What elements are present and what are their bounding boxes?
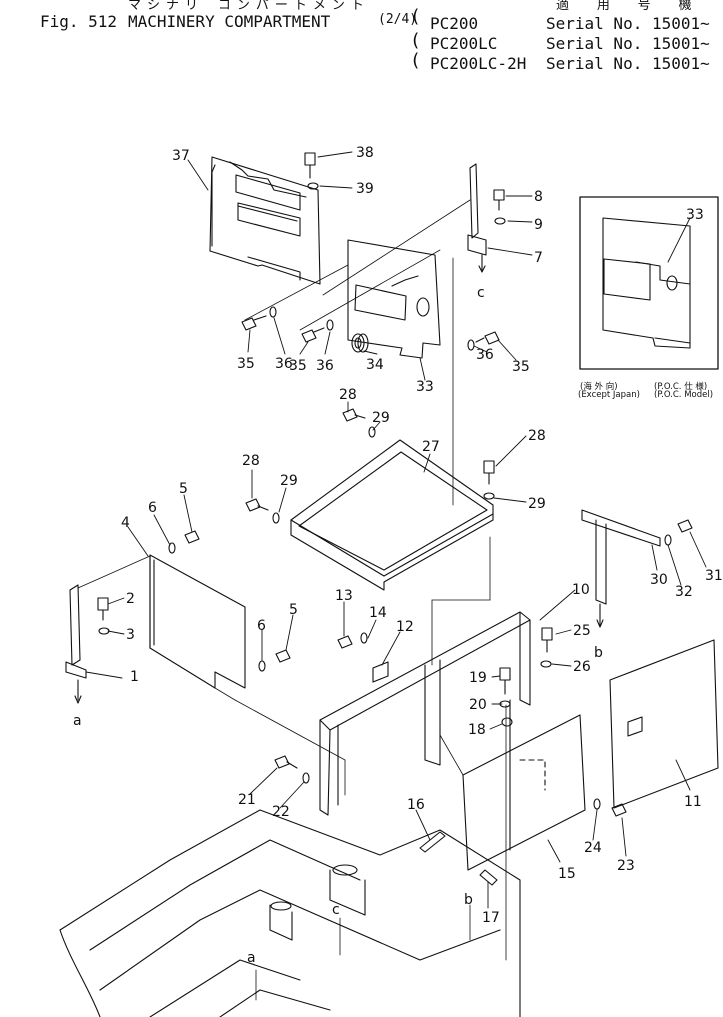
inset-frame xyxy=(579,196,719,370)
part-label: 33 xyxy=(686,207,704,223)
part-label: 28 xyxy=(339,387,357,403)
part-label: 36 xyxy=(316,358,334,374)
part-label: 19 xyxy=(469,670,487,686)
frame-27 xyxy=(290,439,494,591)
model-name: PC200LC xyxy=(430,34,498,53)
part-label: 12 xyxy=(396,619,414,635)
part-label: 6 xyxy=(257,618,266,634)
ref-letter-c: c xyxy=(477,285,485,301)
cover-plate-33 xyxy=(347,239,441,359)
part-label: 29 xyxy=(528,496,546,512)
bracket-open: ( xyxy=(410,6,421,27)
part-label: 29 xyxy=(372,410,390,426)
frame-10 xyxy=(319,611,531,816)
figure-number: Fig. 512 xyxy=(40,12,118,31)
part-callouts: 1 2 3 4 5 5 6 6 7 8 9 10 11 12 13 14 15 … xyxy=(73,145,723,966)
part-label: 8 xyxy=(534,189,543,205)
seal-16 xyxy=(419,831,446,853)
serial-range: Serial No. 15001~ xyxy=(546,34,710,53)
cover-panel-37 xyxy=(209,156,321,285)
part-label: 25 xyxy=(573,623,591,639)
part-label: 39 xyxy=(356,181,374,197)
grommet-34 xyxy=(351,333,369,353)
phantom-lines xyxy=(77,199,507,1001)
model-name: PC200 xyxy=(430,14,479,33)
inset-caption-jp-right: (P.O.C. 仕 様) xyxy=(654,382,708,392)
part-label: 28 xyxy=(528,428,546,444)
part-label: 13 xyxy=(335,588,353,604)
part-label: 33 xyxy=(416,379,434,395)
part-label: 23 xyxy=(617,858,635,874)
part-label: 11 xyxy=(684,794,702,810)
part-label: 2 xyxy=(126,591,135,607)
bracket-30 xyxy=(581,509,661,628)
ref-letter-a: a xyxy=(73,713,82,729)
part-label: 34 xyxy=(366,357,384,373)
part-label: 15 xyxy=(558,866,576,882)
part-label: 36 xyxy=(275,356,293,372)
part-label: 27 xyxy=(422,439,440,455)
part-label: 31 xyxy=(705,568,723,584)
inset-caption-en-left: (Except Japan) xyxy=(578,390,640,400)
leader-lines xyxy=(85,151,707,909)
title-kana: マシナリ コンパートメント xyxy=(128,0,370,13)
sheet-indicator: (2/4) xyxy=(378,12,418,27)
part-label: 16 xyxy=(407,797,425,813)
ref-letter-b: b xyxy=(594,645,603,661)
part-label: 18 xyxy=(468,722,486,738)
part-label: 1 xyxy=(130,669,139,685)
model-name: PC200LC-2H xyxy=(430,54,527,73)
part-label: 4 xyxy=(121,515,130,531)
inset-cover-33 xyxy=(602,217,691,349)
part-label: 10 xyxy=(572,582,590,598)
part-label: 35 xyxy=(237,356,255,372)
ref-letter-a: a xyxy=(247,950,256,966)
serial-range: Serial No. 15001~ xyxy=(546,54,710,73)
part-label: 24 xyxy=(584,840,602,856)
part-label: 26 xyxy=(573,659,591,675)
applicability-label: 適 用 号 機 xyxy=(556,0,702,13)
bracket-17 xyxy=(479,869,498,886)
part-label: 29 xyxy=(280,473,298,489)
ref-letter-c: c xyxy=(332,902,340,918)
revolving-frame xyxy=(59,809,521,1017)
inset-caption-en-right: (P.O.C. Model) xyxy=(654,390,714,400)
part-label: 35 xyxy=(512,359,530,375)
part-label: 5 xyxy=(289,602,298,618)
part-label: 22 xyxy=(272,804,290,820)
part-label: 9 xyxy=(534,217,543,233)
part-label: 37 xyxy=(172,148,190,164)
serial-range: Serial No. 15001~ xyxy=(546,14,710,33)
part-label: 5 xyxy=(179,481,188,497)
part-label: 38 xyxy=(356,145,374,161)
part-label: 36 xyxy=(476,347,494,363)
part-label: 20 xyxy=(469,697,487,713)
ref-letter-b: b xyxy=(464,892,473,908)
part-label: 28 xyxy=(242,453,260,469)
part-label: 7 xyxy=(534,250,543,266)
part-label: 14 xyxy=(369,605,387,621)
bracket-1 xyxy=(65,584,87,704)
bracket-open: ( xyxy=(410,30,421,51)
door-11 xyxy=(609,639,719,809)
figure-title: MACHINERY COMPARTMENT xyxy=(128,12,331,31)
part-label: 32 xyxy=(675,584,693,600)
part-label: 35 xyxy=(289,358,307,374)
part-label: 30 xyxy=(650,572,668,588)
bracket-7 xyxy=(467,163,487,273)
side-panel-4 xyxy=(149,554,246,689)
bracket-12 xyxy=(372,661,389,683)
part-label: 17 xyxy=(482,910,500,926)
bracket-open: ( xyxy=(410,50,421,71)
part-label: 21 xyxy=(238,792,256,808)
inset-caption-jp-left: (海 外 向) xyxy=(580,382,618,392)
part-label: 3 xyxy=(126,627,135,643)
part-label: 6 xyxy=(148,500,157,516)
